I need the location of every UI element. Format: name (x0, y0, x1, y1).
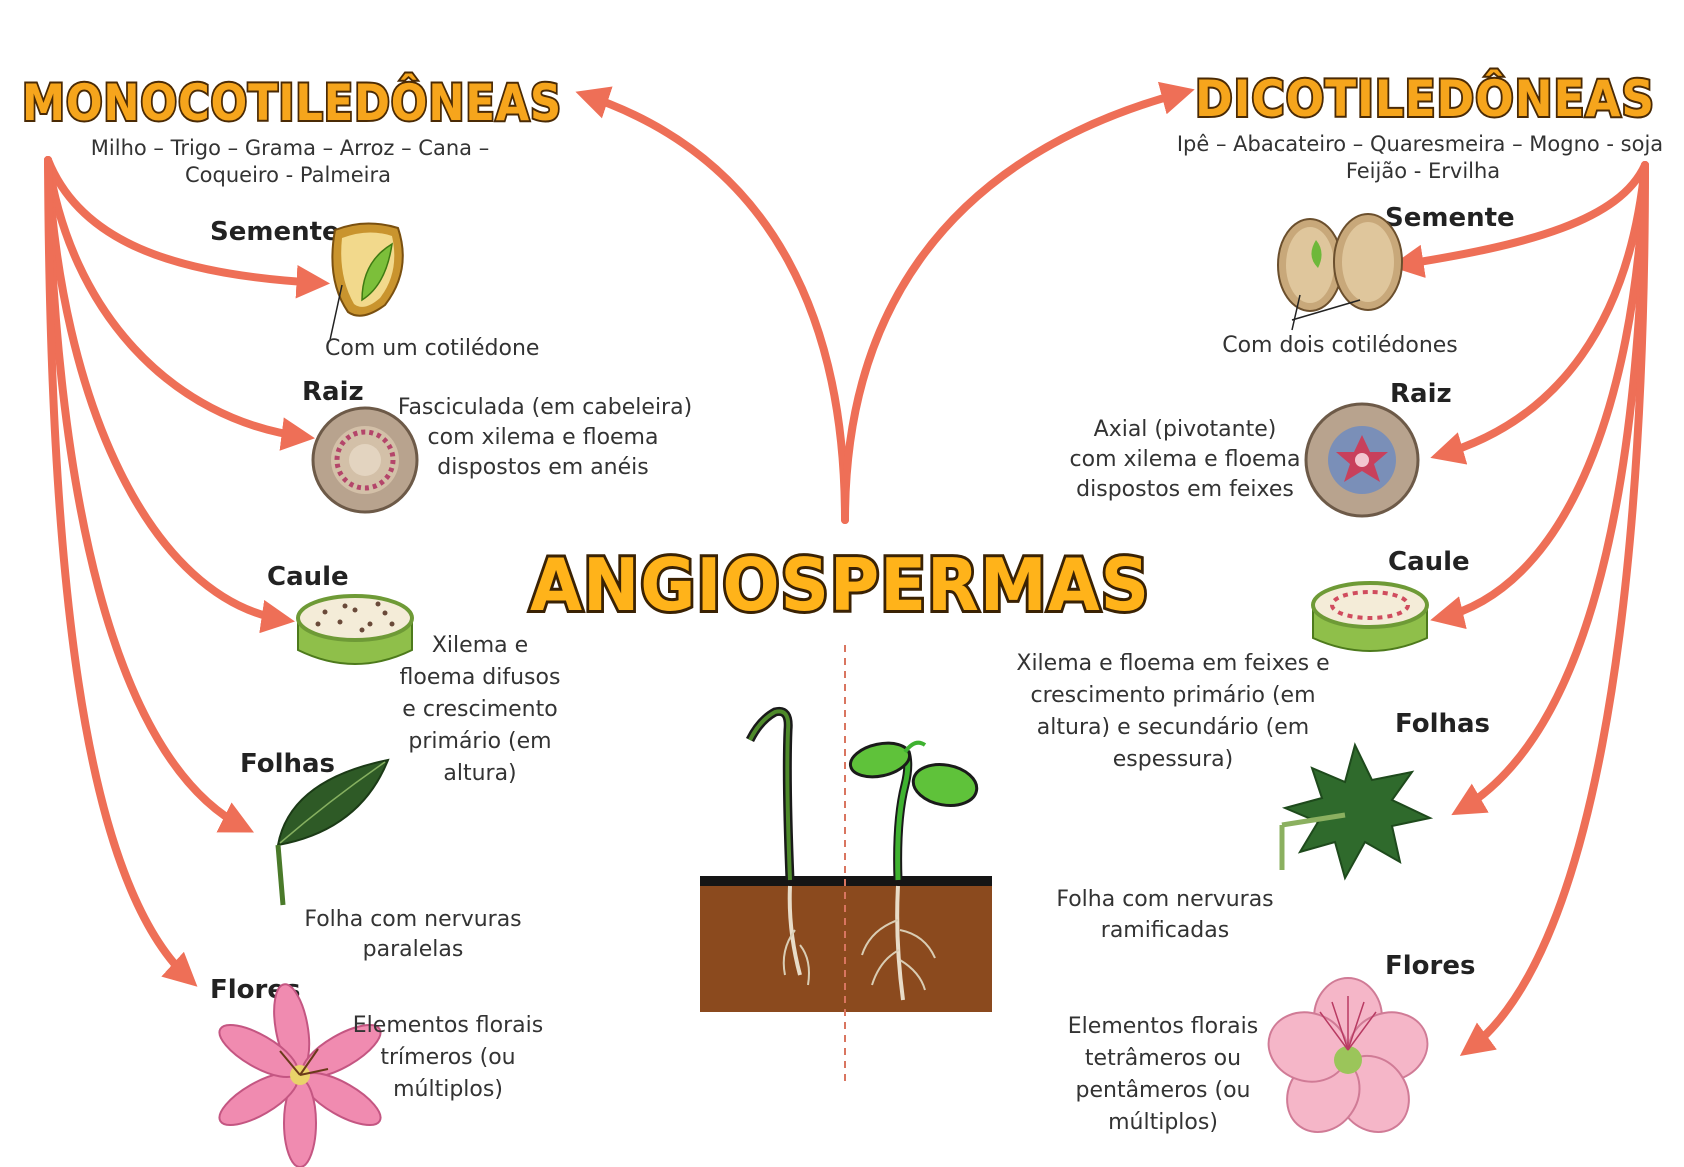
arrow-mono-semente (44, 156, 331, 299)
arrow-dico-flores (1459, 161, 1649, 1056)
dico-flores-desc-1: Elementos florais (1068, 1014, 1258, 1039)
dico-raiz-label: Raiz (1390, 379, 1452, 409)
mono-raiz-desc-2: com xilema e floema (428, 425, 659, 450)
dico-raiz-desc-1: Axial (pivotante) (1094, 417, 1277, 442)
dicot-flower-illustration (1267, 977, 1429, 1134)
mono-caule-label: Caule (267, 562, 349, 592)
mono-examples-line1: Milho – Trigo – Grama – Arroz – Cana – (91, 136, 489, 160)
arrow-to-dico (841, 81, 1195, 524)
mono-semente-label: Semente (210, 217, 340, 247)
dico-caule-desc-2: crescimento primário (em (1030, 683, 1315, 708)
dico-folhas-desc-2: ramificadas (1101, 918, 1229, 943)
dico-semente-label: Semente (1385, 203, 1515, 233)
dico-semente-desc: Com dois cotilédones (1222, 333, 1458, 358)
dico-caule-label: Caule (1388, 547, 1470, 577)
dico-title: DICOTILEDÔNEAS (1195, 69, 1655, 128)
dico-raiz-desc-3: dispostos em feixes (1076, 477, 1294, 502)
dico-examples-line2: Feijão - Ervilha (1346, 159, 1500, 183)
dico-raiz-desc-2: com xilema e floema (1070, 447, 1301, 472)
mono-caule-desc-5: altura) (443, 761, 516, 786)
mono-flores-desc-1: Elementos florais (353, 1013, 543, 1038)
arrows (44, 81, 1649, 1056)
lily-flower-illustration (218, 983, 382, 1167)
mono-title: MONOCOTILEDÔNEAS (22, 73, 562, 132)
dicot-root-illustration (1304, 402, 1420, 518)
mono-semente-desc: Com um cotilédone (325, 336, 539, 361)
mono-folhas-desc-1: Folha com nervuras (304, 907, 521, 932)
dico-caule-desc-1: Xilema e floema em feixes e (1016, 651, 1329, 676)
arrow-mono-raiz (44, 156, 316, 451)
maple-leaf-illustration (1279, 742, 1434, 881)
mono-raiz-desc-1: Fasciculada (em cabeleira) (398, 395, 692, 420)
monocot-seed-illustration (329, 222, 404, 341)
dicot-seed-illustration (1277, 213, 1403, 331)
monocot-root-illustration (311, 406, 419, 514)
arrow-to-mono (575, 86, 849, 524)
mono-folhas-label: Folhas (240, 749, 335, 779)
arrow-dico-raiz (1430, 161, 1649, 465)
main-title: ANGIOSPERMAS (530, 543, 1150, 627)
arrow-mono-flores (44, 156, 198, 987)
mono-caule-desc-1: Xilema e (432, 633, 528, 658)
dico-folhas-desc-1: Folha com nervuras (1056, 887, 1273, 912)
arrow-mono-folhas (44, 156, 254, 833)
mono-raiz-desc-3: dispostos em anéis (437, 455, 648, 480)
mono-flores-desc-2: trímeros (ou (380, 1045, 515, 1070)
dicot-stem-illustration (1311, 581, 1429, 652)
dico-examples-line1: Ipê – Abacateiro – Quaresmeira – Mogno -… (1177, 132, 1663, 156)
dico-folhas-label: Folhas (1395, 709, 1490, 739)
dico-caule-desc-3: altura) e secundário (em (1037, 715, 1309, 740)
arrow-dico-caule (1430, 161, 1649, 629)
arrow-dico-semente (1390, 161, 1649, 279)
dico-caule-desc-4: espessura) (1113, 747, 1233, 772)
mono-caule-desc-2: floema difusos (400, 665, 561, 690)
mono-examples-line2: Coqueiro - Palmeira (185, 163, 391, 187)
mono-folhas-desc-2: paralelas (363, 937, 464, 962)
arrow-mono-caule (44, 156, 295, 634)
dico-flores-desc-2: tetrâmeros ou (1085, 1046, 1241, 1071)
mono-caule-desc-4: primário (em (408, 729, 551, 754)
dico-flores-desc-3: pentâmeros (ou (1076, 1078, 1251, 1103)
mono-raiz-label: Raiz (302, 377, 364, 407)
monocot-stem-illustration (296, 594, 414, 665)
mono-flores-desc-3: múltiplos) (393, 1077, 503, 1102)
monocot-leaf-illustration (275, 758, 390, 906)
mono-caule-desc-3: e crescimento (402, 697, 557, 722)
dico-flores-label: Flores (1385, 951, 1475, 981)
seedling-soil-illustration (700, 706, 992, 1012)
dico-flores-desc-4: múltiplos) (1108, 1110, 1218, 1135)
